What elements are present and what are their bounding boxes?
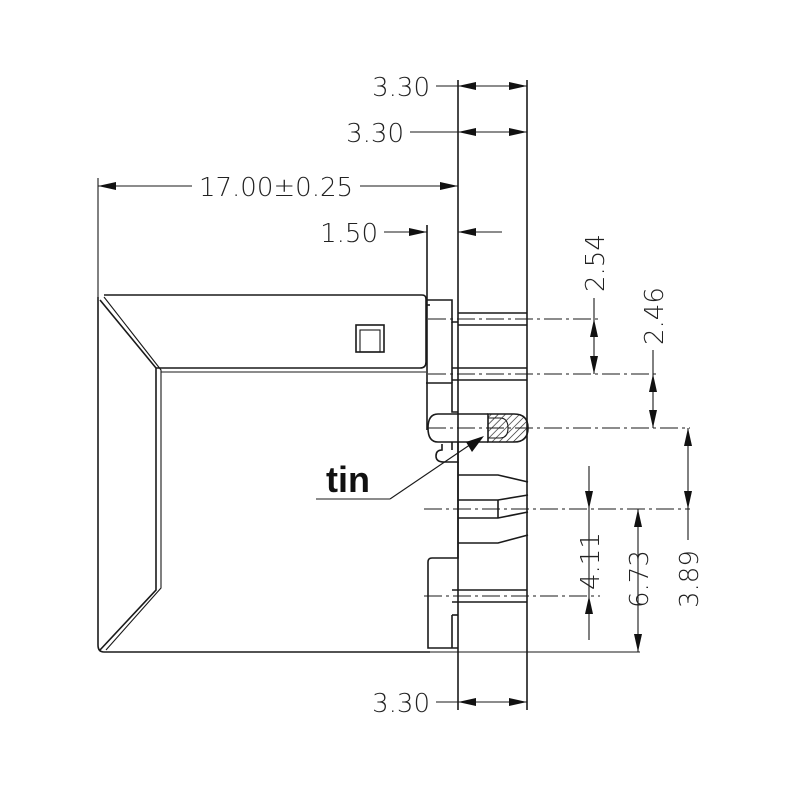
dim-offset: 1.50 [320,219,502,249]
dim-top-width-2: 3.30 [346,119,527,149]
terminal-block [426,80,529,710]
dim-label-top-width-1: 3.30 [372,73,430,103]
dim-label-top-width-2: 3.30 [346,119,404,149]
dim-bottom-width: 3.30 [372,689,527,719]
tin-label: tin [326,459,370,500]
dim-label-overall-length: 17.00±0.25 [199,173,353,203]
centerlines [424,318,690,653]
tin-callout: tin [316,436,484,500]
dim-label-pitch-lower-b: 6.73 [625,550,655,608]
dim-overall-length: 17.00±0.25 [97,173,458,297]
dim-label-pitch-upper: 2.54 [581,234,611,292]
dim-label-offset: 1.50 [320,219,378,249]
dim-label-pitch-mid: 2.46 [640,287,670,345]
dim-pitch-lower-b: 6.73 [625,509,655,652]
dim-pitch-mid: 2.46 [640,287,670,428]
dim-top-width-1: 3.30 [372,73,527,103]
dim-pitch-lower-c: 3.89 [675,428,705,608]
housing-body [97,294,430,653]
dim-label-pitch-lower-a: 4.11 [576,532,606,590]
dim-label-pitch-lower-c: 3.89 [675,550,705,608]
dim-pitch-upper: 2.54 [581,234,611,374]
dim-pitch-lower-a: 4.11 [576,466,606,640]
dim-label-bottom-width: 3.30 [372,689,430,719]
